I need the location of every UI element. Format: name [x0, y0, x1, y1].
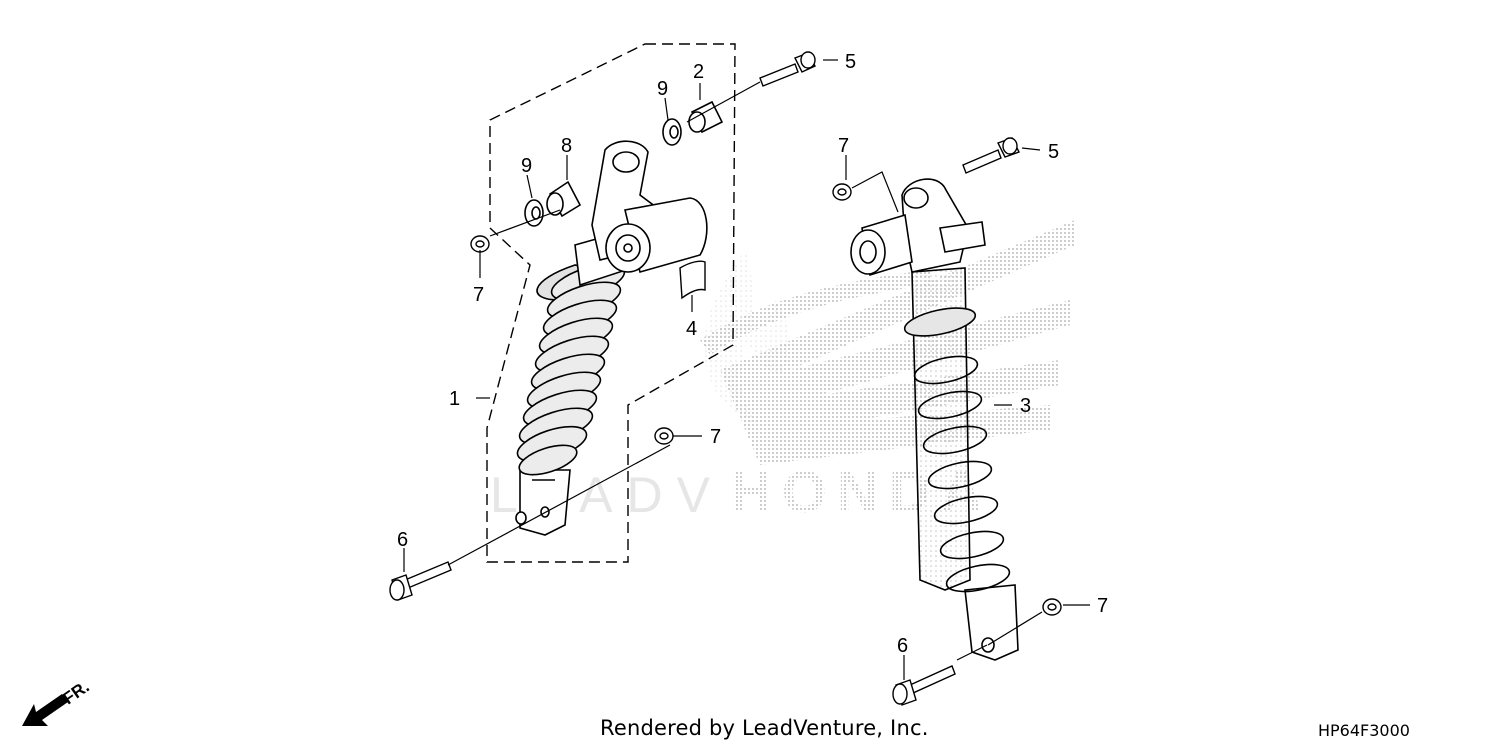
assembly-outline	[486, 43, 736, 563]
dust-seal-part-9-upper	[662, 118, 682, 146]
flame-logo-watermark	[704, 250, 790, 425]
callout-numbers: 2 5 9 8 9 7 4 1 7 6 7 5 3 7 6	[397, 51, 1108, 657]
nut-part-7-c	[832, 183, 852, 201]
shock-absorber-left	[515, 140, 708, 536]
callout-part-7c: 7	[838, 135, 849, 157]
spring-right	[903, 307, 1011, 593]
callout-part-9b: 9	[521, 155, 532, 177]
collar-part-2	[688, 100, 724, 134]
nut-part-7-b	[654, 427, 674, 445]
callout-part-2: 2	[693, 61, 704, 83]
bolt-part-5-left	[759, 51, 816, 87]
callout-part-1: 1	[449, 388, 460, 410]
callout-part-5a: 5	[845, 51, 856, 73]
bolt-part-6-left	[389, 561, 452, 601]
reservoir-left	[605, 197, 708, 273]
render-credit: Rendered by LeadVenture, Inc.	[600, 716, 929, 740]
front-direction-arrow: FR.	[22, 677, 93, 726]
callout-part-3: 3	[1020, 395, 1031, 417]
callout-part-7a: 7	[473, 284, 484, 306]
honda-wing-watermark	[700, 220, 1075, 465]
leader-lines	[403, 59, 1090, 680]
collar-part-8	[546, 180, 582, 218]
bolt-part-5-right	[962, 137, 1020, 174]
callout-part-8: 8	[561, 135, 572, 157]
callout-part-7b: 7	[710, 426, 721, 448]
callout-part-6b: 6	[897, 635, 908, 657]
bolt-part-6-right	[892, 665, 956, 706]
label-part-4	[679, 260, 706, 300]
callout-part-7d: 7	[1097, 595, 1108, 617]
callout-part-9a: 9	[657, 78, 668, 100]
callout-part-4: 4	[686, 318, 697, 340]
nut-part-7-a	[470, 235, 490, 253]
callout-part-5b: 5	[1048, 141, 1059, 163]
nut-part-7-d	[1042, 598, 1062, 616]
dust-seal-part-9-lower	[524, 199, 544, 227]
reservoir-right	[850, 213, 913, 277]
spring-left	[516, 263, 626, 476]
diagram-code: HP64F3000	[1318, 721, 1410, 740]
shock-absorber-right	[850, 178, 1019, 661]
callout-part-6a: 6	[397, 529, 408, 551]
